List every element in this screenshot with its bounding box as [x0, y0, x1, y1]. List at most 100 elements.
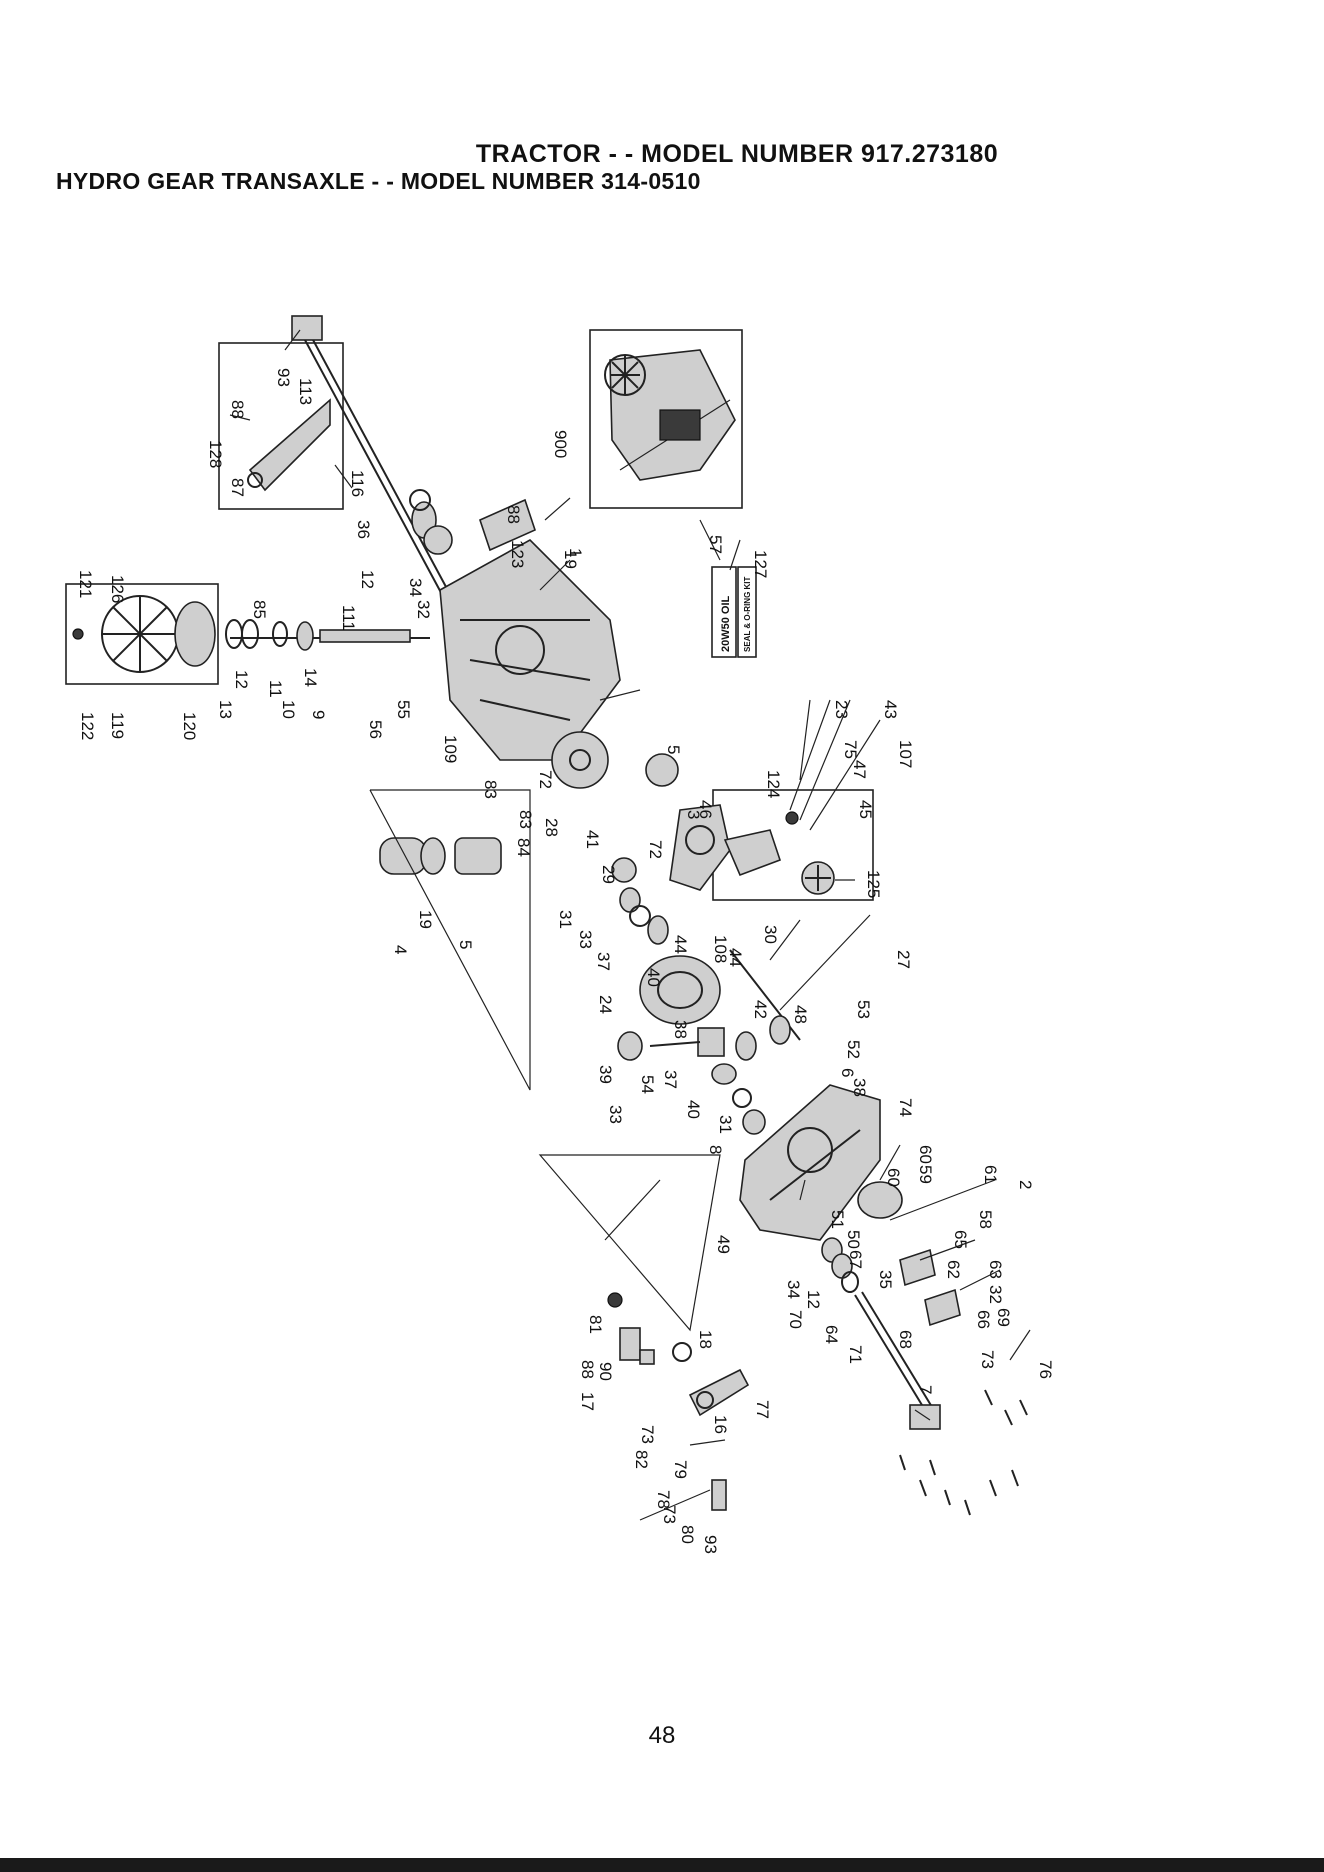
callout-122: 122 — [78, 712, 97, 740]
callout-58: 58 — [976, 1210, 995, 1229]
callout-67: 67 — [846, 1250, 865, 1269]
callout-59: 59 — [916, 1165, 935, 1184]
callout-40: 40 — [684, 1100, 703, 1119]
callout-28: 28 — [542, 818, 561, 837]
callout-119: 119 — [108, 712, 127, 739]
bottom-rule — [0, 1858, 1324, 1872]
gear-29 — [611, 857, 637, 883]
callout-78: 78 — [654, 1490, 673, 1509]
seal-kit: SEAL & O-RING KIT — [737, 566, 757, 658]
callout-60: 60 — [884, 1168, 903, 1187]
callout-74: 74 — [896, 1098, 915, 1117]
callout-31: 31 — [556, 910, 575, 929]
callout-44: 44 — [726, 948, 745, 967]
gear-37 — [647, 915, 669, 945]
callout-126: 126 — [108, 575, 127, 603]
callout-60: 60 — [916, 1145, 935, 1164]
center-section — [379, 731, 679, 875]
callout-121: 121 — [76, 570, 95, 598]
callout-69: 69 — [994, 1308, 1013, 1327]
callout-8: 8 — [706, 1145, 725, 1154]
callout-63: 63 — [986, 1260, 1005, 1279]
callout-9: 9 — [309, 710, 328, 719]
callout-52: 52 — [844, 1040, 863, 1059]
callout-66: 66 — [974, 1310, 993, 1329]
callout-4: 4 — [391, 945, 410, 954]
callout-5: 5 — [456, 940, 475, 949]
spring-78 — [711, 1479, 727, 1511]
callout-6: 6 — [838, 1068, 857, 1077]
callout-47: 47 — [850, 760, 869, 779]
washer-12 — [409, 489, 431, 511]
callout-70: 70 — [786, 1310, 805, 1329]
lower-housing — [739, 1084, 881, 1241]
callout-75: 75 — [841, 740, 860, 759]
callout-19: 19 — [416, 910, 435, 929]
callout-62: 62 — [944, 1260, 963, 1279]
callout-61: 61 — [981, 1165, 1000, 1184]
callout-113: 113 — [296, 378, 315, 405]
callout-123: 123 — [508, 540, 527, 568]
callout-7: 7 — [916, 1385, 935, 1394]
callout-77: 77 — [753, 1400, 772, 1419]
callout-76: 76 — [1036, 1360, 1055, 1379]
callout-90: 90 — [596, 1362, 615, 1381]
callout-81: 81 — [586, 1315, 605, 1334]
gear-31b — [742, 1109, 766, 1135]
callout-53: 53 — [854, 1000, 873, 1019]
transaxle-assembly-thumbnail — [604, 349, 736, 481]
callout-68: 68 — [896, 1330, 915, 1349]
gear-38b — [735, 1031, 757, 1061]
oil-kit-label: 20W50 OIL — [720, 595, 732, 652]
upper-housing — [439, 539, 621, 761]
control-arm — [607, 1292, 750, 1511]
callout-93: 93 — [274, 368, 293, 387]
callout-10: 10 — [279, 700, 298, 719]
brake-disc-60 — [857, 1181, 903, 1219]
seal-kit-label: SEAL & O-RING KIT — [743, 576, 752, 652]
callout-87: 87 — [228, 478, 247, 497]
callout-32: 32 — [414, 600, 433, 619]
callout-46: 46 — [696, 800, 715, 819]
nut-90 — [639, 1349, 655, 1365]
callout-108: 108 — [711, 935, 730, 963]
callout-39: 39 — [596, 1065, 615, 1084]
brake-caliper — [899, 1248, 961, 1327]
callout-73: 73 — [978, 1350, 997, 1369]
callout-88: 88 — [504, 505, 523, 524]
callout-88: 88 — [228, 400, 247, 419]
callout-79: 79 — [671, 1460, 690, 1479]
cooling-fan — [72, 595, 216, 673]
page-number: 48 — [648, 1722, 676, 1749]
gear-38a — [617, 1031, 643, 1061]
callout-12: 12 — [232, 670, 251, 689]
callout-84: 84 — [514, 838, 533, 857]
callout-83: 83 — [516, 810, 535, 829]
callout-43: 43 — [881, 700, 900, 719]
transaxle-assembly-box — [589, 329, 743, 509]
shaft-39 — [649, 1041, 701, 1047]
callout-48: 48 — [791, 1005, 810, 1024]
callout-37: 37 — [661, 1070, 680, 1089]
callout-55: 55 — [394, 700, 413, 719]
washer-33b — [732, 1088, 752, 1108]
callout-73: 73 — [638, 1425, 657, 1444]
callout-64: 64 — [822, 1325, 841, 1344]
callout-23: 23 — [832, 700, 851, 719]
callout-24: 24 — [596, 995, 615, 1014]
callout-33: 33 — [576, 930, 595, 949]
callout-32: 32 — [986, 1285, 1005, 1304]
callout-45: 45 — [856, 800, 875, 819]
callout-49: 49 — [714, 1235, 733, 1254]
pump-bracket-lines — [369, 789, 531, 1091]
callout-33: 33 — [606, 1105, 625, 1124]
callout-54: 54 — [638, 1075, 657, 1094]
title-line-1: TRACTOR - - MODEL NUMBER 917.273180 — [475, 140, 999, 168]
callout-16: 16 — [711, 1415, 730, 1434]
callout-13: 13 — [216, 700, 235, 719]
callout-40: 40 — [644, 968, 663, 987]
callout-116: 116 — [348, 470, 367, 497]
callout-19: 19 — [561, 550, 580, 569]
callout-38: 38 — [671, 1020, 690, 1039]
control-arm-bracket-lines — [538, 1154, 721, 1332]
